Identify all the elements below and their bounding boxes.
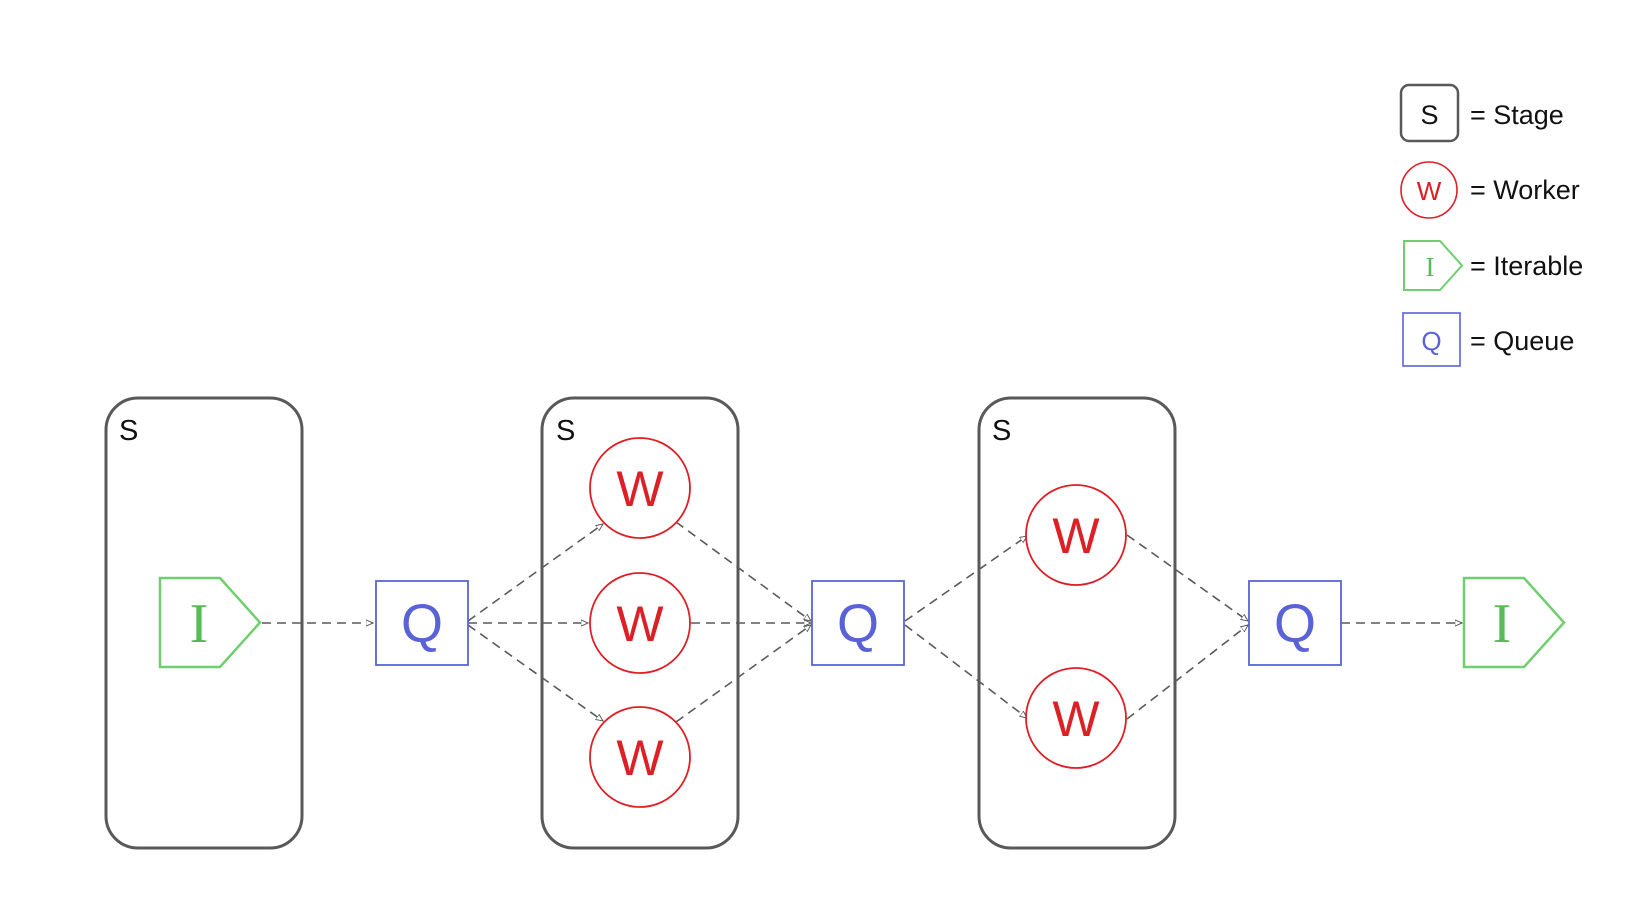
worker-2: W — [589, 572, 691, 674]
legend-worker-icon — [1400, 161, 1458, 219]
worker-4-circle — [1025, 484, 1127, 586]
stage-1-label: S — [119, 415, 138, 447]
legend-stage-icon — [1399, 83, 1460, 143]
legend-item-iterable: I = Iterable — [1403, 240, 1583, 291]
worker-1-circle — [589, 437, 691, 539]
queue-3-symbol: Q — [1274, 594, 1316, 654]
legend-stage-label: = Stage — [1470, 100, 1564, 130]
legend: S = Stage W = Worker I = Iterable Q = Qu… — [1399, 83, 1583, 367]
arrow-worker-3-to-queue-2 — [675, 625, 811, 723]
queue-3-box — [1248, 580, 1342, 666]
queue-2-symbol: Q — [837, 594, 879, 654]
stage-1: S — [104, 396, 304, 850]
legend-queue-symbol: Q — [1421, 326, 1441, 356]
connectors — [262, 521, 1462, 723]
worker-2-circle — [589, 572, 691, 674]
arrow-worker-1-to-queue-2 — [675, 521, 811, 621]
worker-3: W — [589, 706, 691, 808]
queue-2-box — [811, 580, 905, 666]
input-iterable-shape — [158, 576, 262, 669]
arrow-queue-1-to-worker-1 — [467, 524, 603, 622]
legend-worker-symbol: W — [1417, 176, 1442, 206]
legend-iterable-icon — [1403, 240, 1464, 291]
worker-5: W — [1025, 667, 1127, 769]
arrow-queue-2-to-worker-5 — [904, 624, 1027, 718]
worker-1: W — [589, 437, 691, 539]
worker-4: W — [1025, 484, 1127, 586]
worker-1-symbol: W — [616, 461, 664, 517]
legend-iterable-label: = Iterable — [1470, 251, 1583, 281]
legend-item-worker: W = Worker — [1400, 161, 1580, 219]
legend-iterable-symbol: I — [1426, 252, 1435, 282]
legend-item-queue: Q = Queue — [1402, 312, 1574, 367]
arrow-worker-4-to-queue-3 — [1126, 534, 1248, 621]
worker-4-symbol: W — [1052, 508, 1100, 564]
arrow-worker-5-to-queue-3 — [1126, 625, 1248, 720]
worker-5-circle — [1025, 667, 1127, 769]
worker-2-symbol: W — [616, 596, 664, 652]
output-iterable-shape — [1462, 576, 1566, 669]
legend-queue-icon — [1402, 312, 1461, 367]
worker-3-symbol: W — [616, 730, 664, 786]
worker-5-symbol: W — [1052, 691, 1100, 747]
legend-worker-label: = Worker — [1470, 175, 1580, 205]
stage-1-box — [104, 396, 304, 850]
stage-3-label: S — [992, 415, 1011, 447]
legend-item-stage: S = Stage — [1399, 83, 1564, 143]
stage-3-box — [977, 396, 1177, 850]
stage-2-label: S — [556, 415, 575, 447]
queue-2: Q — [811, 580, 905, 666]
queue-1-box — [375, 580, 469, 666]
output-iterable: I — [1462, 576, 1566, 669]
worker-3-circle — [589, 706, 691, 808]
input-iterable: I — [158, 576, 262, 669]
arrow-queue-2-to-worker-4 — [904, 536, 1027, 622]
legend-queue-label: = Queue — [1470, 326, 1574, 356]
queue-3: Q — [1248, 580, 1342, 666]
arrow-queue-1-to-worker-3 — [467, 624, 603, 721]
queue-1: Q — [375, 580, 469, 666]
queue-1-symbol: Q — [401, 594, 443, 654]
legend-stage-symbol: S — [1420, 100, 1438, 130]
stage-3: S — [977, 396, 1177, 850]
input-iterable-symbol: I — [190, 593, 209, 655]
output-iterable-symbol: I — [1493, 593, 1512, 655]
